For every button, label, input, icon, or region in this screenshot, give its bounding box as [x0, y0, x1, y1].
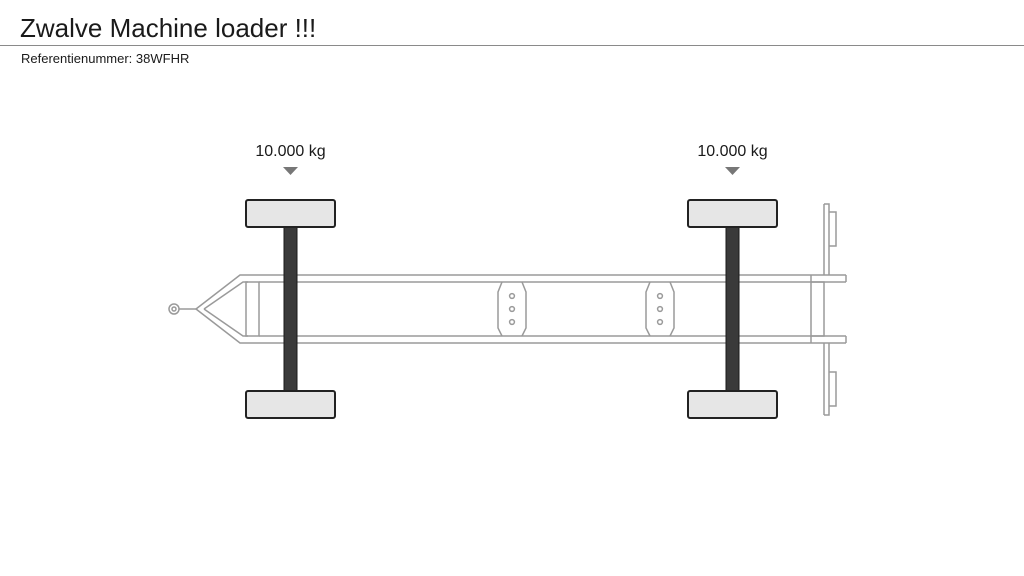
front-left-wheel	[245, 199, 336, 228]
cross-member-2	[645, 281, 675, 337]
cross-member-1	[497, 281, 527, 337]
rear-crossbeam	[810, 281, 825, 337]
front-crossbeam	[245, 281, 260, 337]
front-right-wheel	[245, 390, 336, 419]
drawbar	[168, 274, 248, 344]
front-axle-weight: 10.000 kg	[255, 143, 325, 160]
rear-right-wheel	[687, 390, 778, 419]
page-title: Zwalve Machine loader !!!	[20, 13, 317, 43]
rear-end	[810, 203, 837, 416]
front-axle-load-marker	[283, 167, 298, 175]
reference-number: Referentienummer: 38WFHR	[21, 51, 189, 67]
tow-eye-inner	[171, 306, 177, 312]
rear-axle	[725, 225, 740, 393]
chassis-frame	[245, 274, 847, 344]
tow-eye	[168, 303, 180, 315]
rear-light-top	[823, 203, 837, 275]
title-divider	[0, 45, 1024, 46]
rear-axle-group: 10.000 kg	[687, 143, 778, 419]
front-axle-group: 10.000 kg	[245, 143, 336, 419]
reference-value: 38WFHR	[135, 51, 190, 66]
reference-label: Referentienummer:	[21, 51, 133, 66]
rear-axle-load-marker	[725, 167, 740, 175]
rear-left-wheel	[687, 199, 778, 228]
rear-axle-weight: 10.000 kg	[697, 143, 767, 160]
rear-light-bottom	[823, 343, 837, 416]
front-axle	[283, 225, 298, 393]
